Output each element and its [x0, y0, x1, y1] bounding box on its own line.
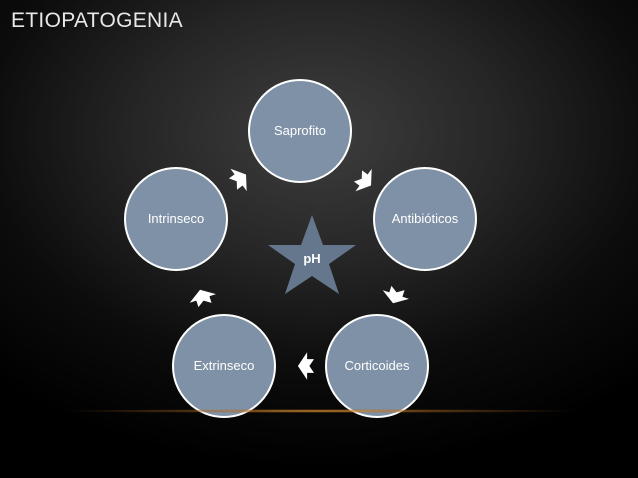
node-saprofito: Saprofito: [248, 79, 352, 183]
node-label: Extrinseco: [194, 358, 255, 373]
node-corticoides: Corticoides: [325, 314, 429, 418]
node-antibioticos: Antibióticos: [373, 167, 477, 271]
arrow-corticoides-to-extrinseco: [297, 352, 314, 380]
node-label: Corticoides: [344, 358, 410, 373]
node-label: Intrinseco: [148, 211, 204, 226]
center-star: [268, 215, 356, 294]
arrow-intrinseco-to-saprofito: [228, 168, 247, 192]
arrow-extrinseco-to-intrinseco: [189, 289, 216, 308]
slide-title: ETIOPATOGENIA: [11, 9, 183, 32]
node-extrinseco: Extrinseco: [172, 314, 276, 418]
arrow-antibioticos-to-corticoides: [382, 285, 409, 304]
floor-glow-line: [60, 409, 580, 413]
center-label: pH: [303, 251, 320, 266]
arrow-saprofito-to-antibioticos: [353, 168, 372, 192]
node-label: Antibióticos: [392, 211, 459, 226]
node-label: Saprofito: [274, 123, 326, 138]
node-intrinseco: Intrinseco: [124, 167, 228, 271]
